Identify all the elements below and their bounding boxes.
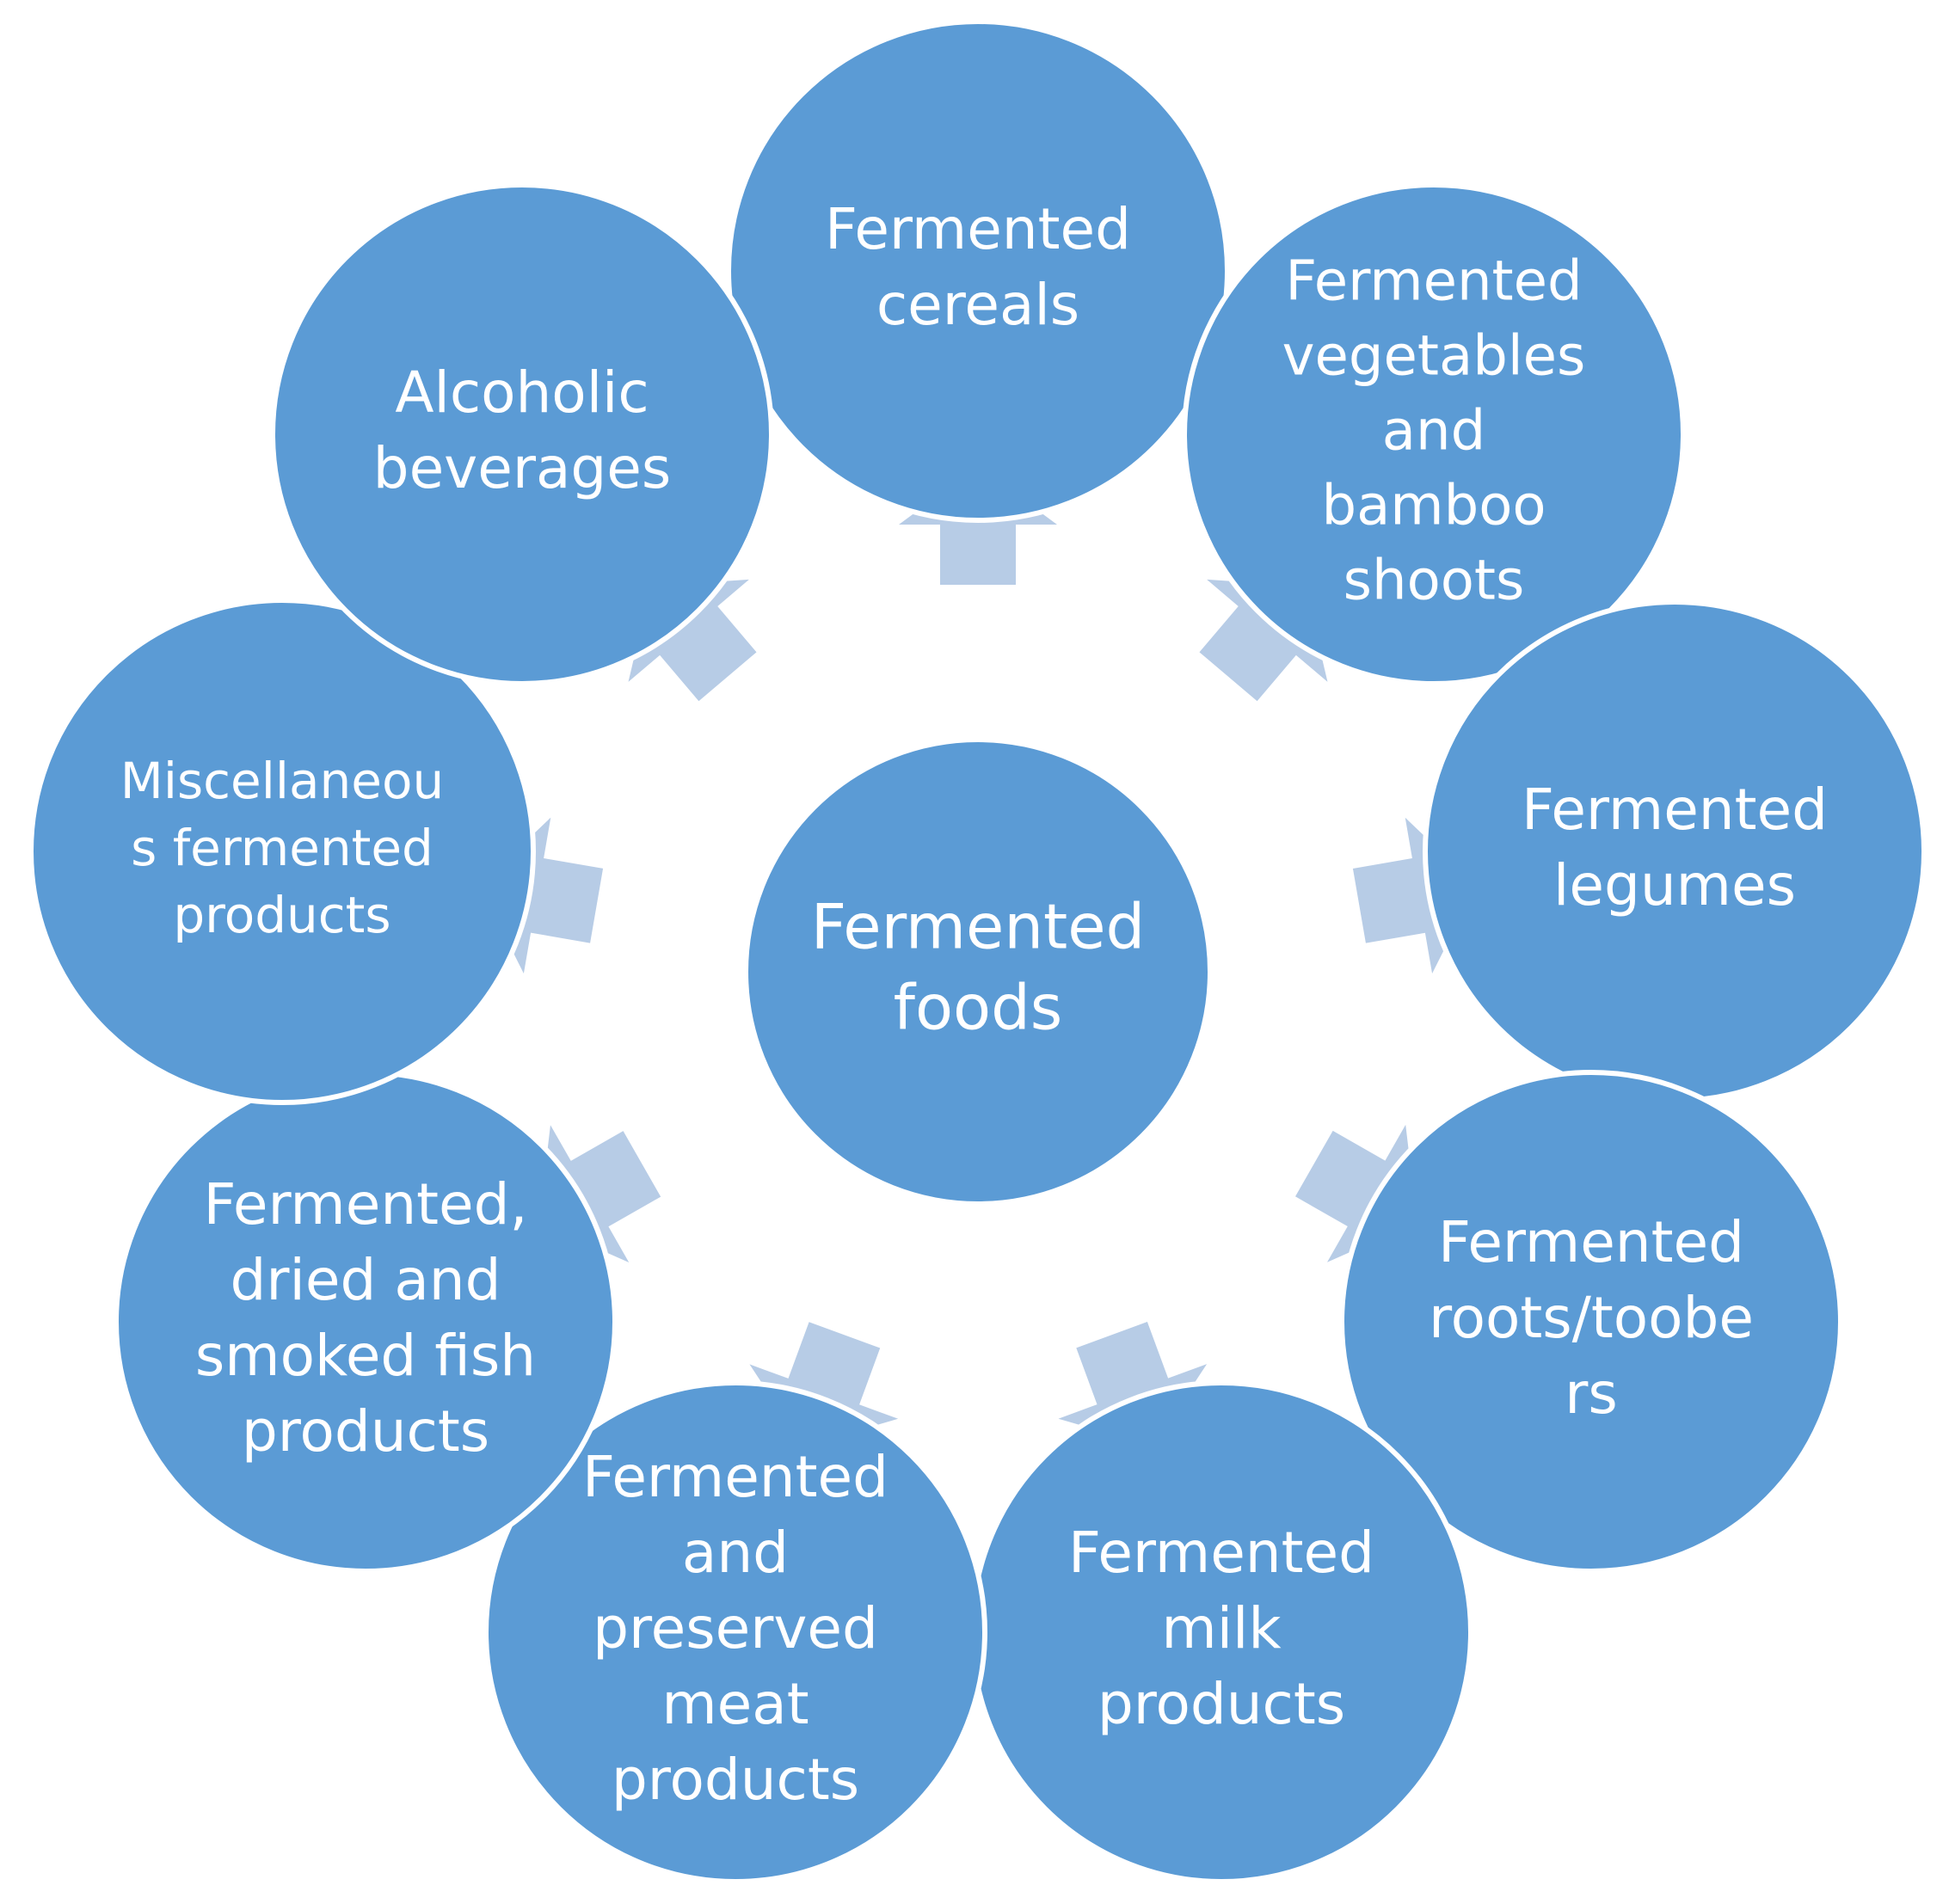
node-meat-label-line-2: and: [682, 1520, 789, 1586]
node-misc-label-line-1: Miscellaneou: [120, 752, 444, 810]
node-vegetables-label-line-4: bamboo: [1321, 475, 1546, 538]
node-fish: Fermented, dried and smoked fish products: [114, 1070, 618, 1574]
node-misc-circle: [28, 598, 536, 1105]
node-legumes-label-line-2: legumes: [1553, 852, 1796, 918]
node-roots: Fermented roots/toobe rs: [1339, 1070, 1843, 1574]
node-meat-label-line-4: meat: [661, 1671, 809, 1737]
node-milk-label-line-3: products: [1098, 1671, 1345, 1737]
center-layer: Fermented foods: [743, 737, 1213, 1207]
center-node-label-line-2: foods: [894, 972, 1063, 1044]
node-milk-label-line-1: Fermented: [1068, 1520, 1374, 1586]
node-alcoholic-circle: [270, 182, 774, 686]
node-meat-circle: [483, 1380, 987, 1884]
node-legumes: Fermented legumes: [1423, 599, 1927, 1103]
node-legumes-circle: [1423, 599, 1927, 1103]
node-misc-label-line-2: s fermented: [131, 819, 433, 877]
center-node-label-line-1: Fermented: [811, 891, 1145, 963]
node-roots-circle: [1339, 1070, 1843, 1574]
node-milk: Fermented milk products: [969, 1380, 1473, 1884]
node-vegetables: Fermented vegetables and bamboo shoots: [1182, 182, 1686, 686]
node-alcoholic-label-line-1: Alcoholic: [395, 359, 649, 426]
node-roots-label-line-1: Fermented: [1438, 1209, 1744, 1275]
node-fish-label-line-1: Fermented,: [203, 1171, 527, 1238]
node-cereals: Fermented cereals: [726, 19, 1230, 523]
node-cereals-label-line-2: cereals: [876, 272, 1079, 338]
node-roots-label-line-3: rs: [1565, 1360, 1618, 1427]
node-misc: Miscellaneou s fermented products: [28, 598, 536, 1105]
node-meat-label-line-3: preserved: [593, 1595, 878, 1661]
node-roots-label-line-2: roots/toobe: [1429, 1285, 1754, 1351]
node-vegetables-label-line-3: and: [1382, 400, 1485, 464]
node-fish-label-line-3: smoked fish: [195, 1323, 536, 1389]
node-milk-label-line-2: milk: [1161, 1595, 1282, 1661]
node-vegetables-label-line-2: vegetables: [1282, 325, 1586, 389]
node-misc-label-line-3: products: [173, 886, 390, 944]
node-alcoholic-label-line-2: beverages: [373, 435, 672, 501]
node-meat: Fermented and preserved meat products: [483, 1380, 987, 1884]
node-vegetables-circle: [1182, 182, 1686, 686]
node-fish-label-line-2: dried and: [230, 1247, 501, 1313]
center-node-circle: [743, 737, 1213, 1207]
node-legumes-label-line-1: Fermented: [1522, 777, 1828, 843]
node-meat-label-line-1: Fermented: [582, 1444, 888, 1510]
node-vegetables-label-line-1: Fermented: [1285, 250, 1582, 314]
center-node: Fermented foods: [743, 737, 1213, 1207]
node-cereals-label-line-1: Fermented: [825, 196, 1131, 262]
node-cereals-circle: [726, 19, 1230, 523]
node-fish-circle: [114, 1070, 618, 1574]
node-alcoholic: Alcoholic beverages: [270, 182, 774, 686]
node-meat-label-line-5: products: [612, 1747, 859, 1813]
node-vegetables-label-line-5: shoots: [1343, 550, 1525, 613]
node-fish-label-line-4: products: [242, 1398, 489, 1465]
